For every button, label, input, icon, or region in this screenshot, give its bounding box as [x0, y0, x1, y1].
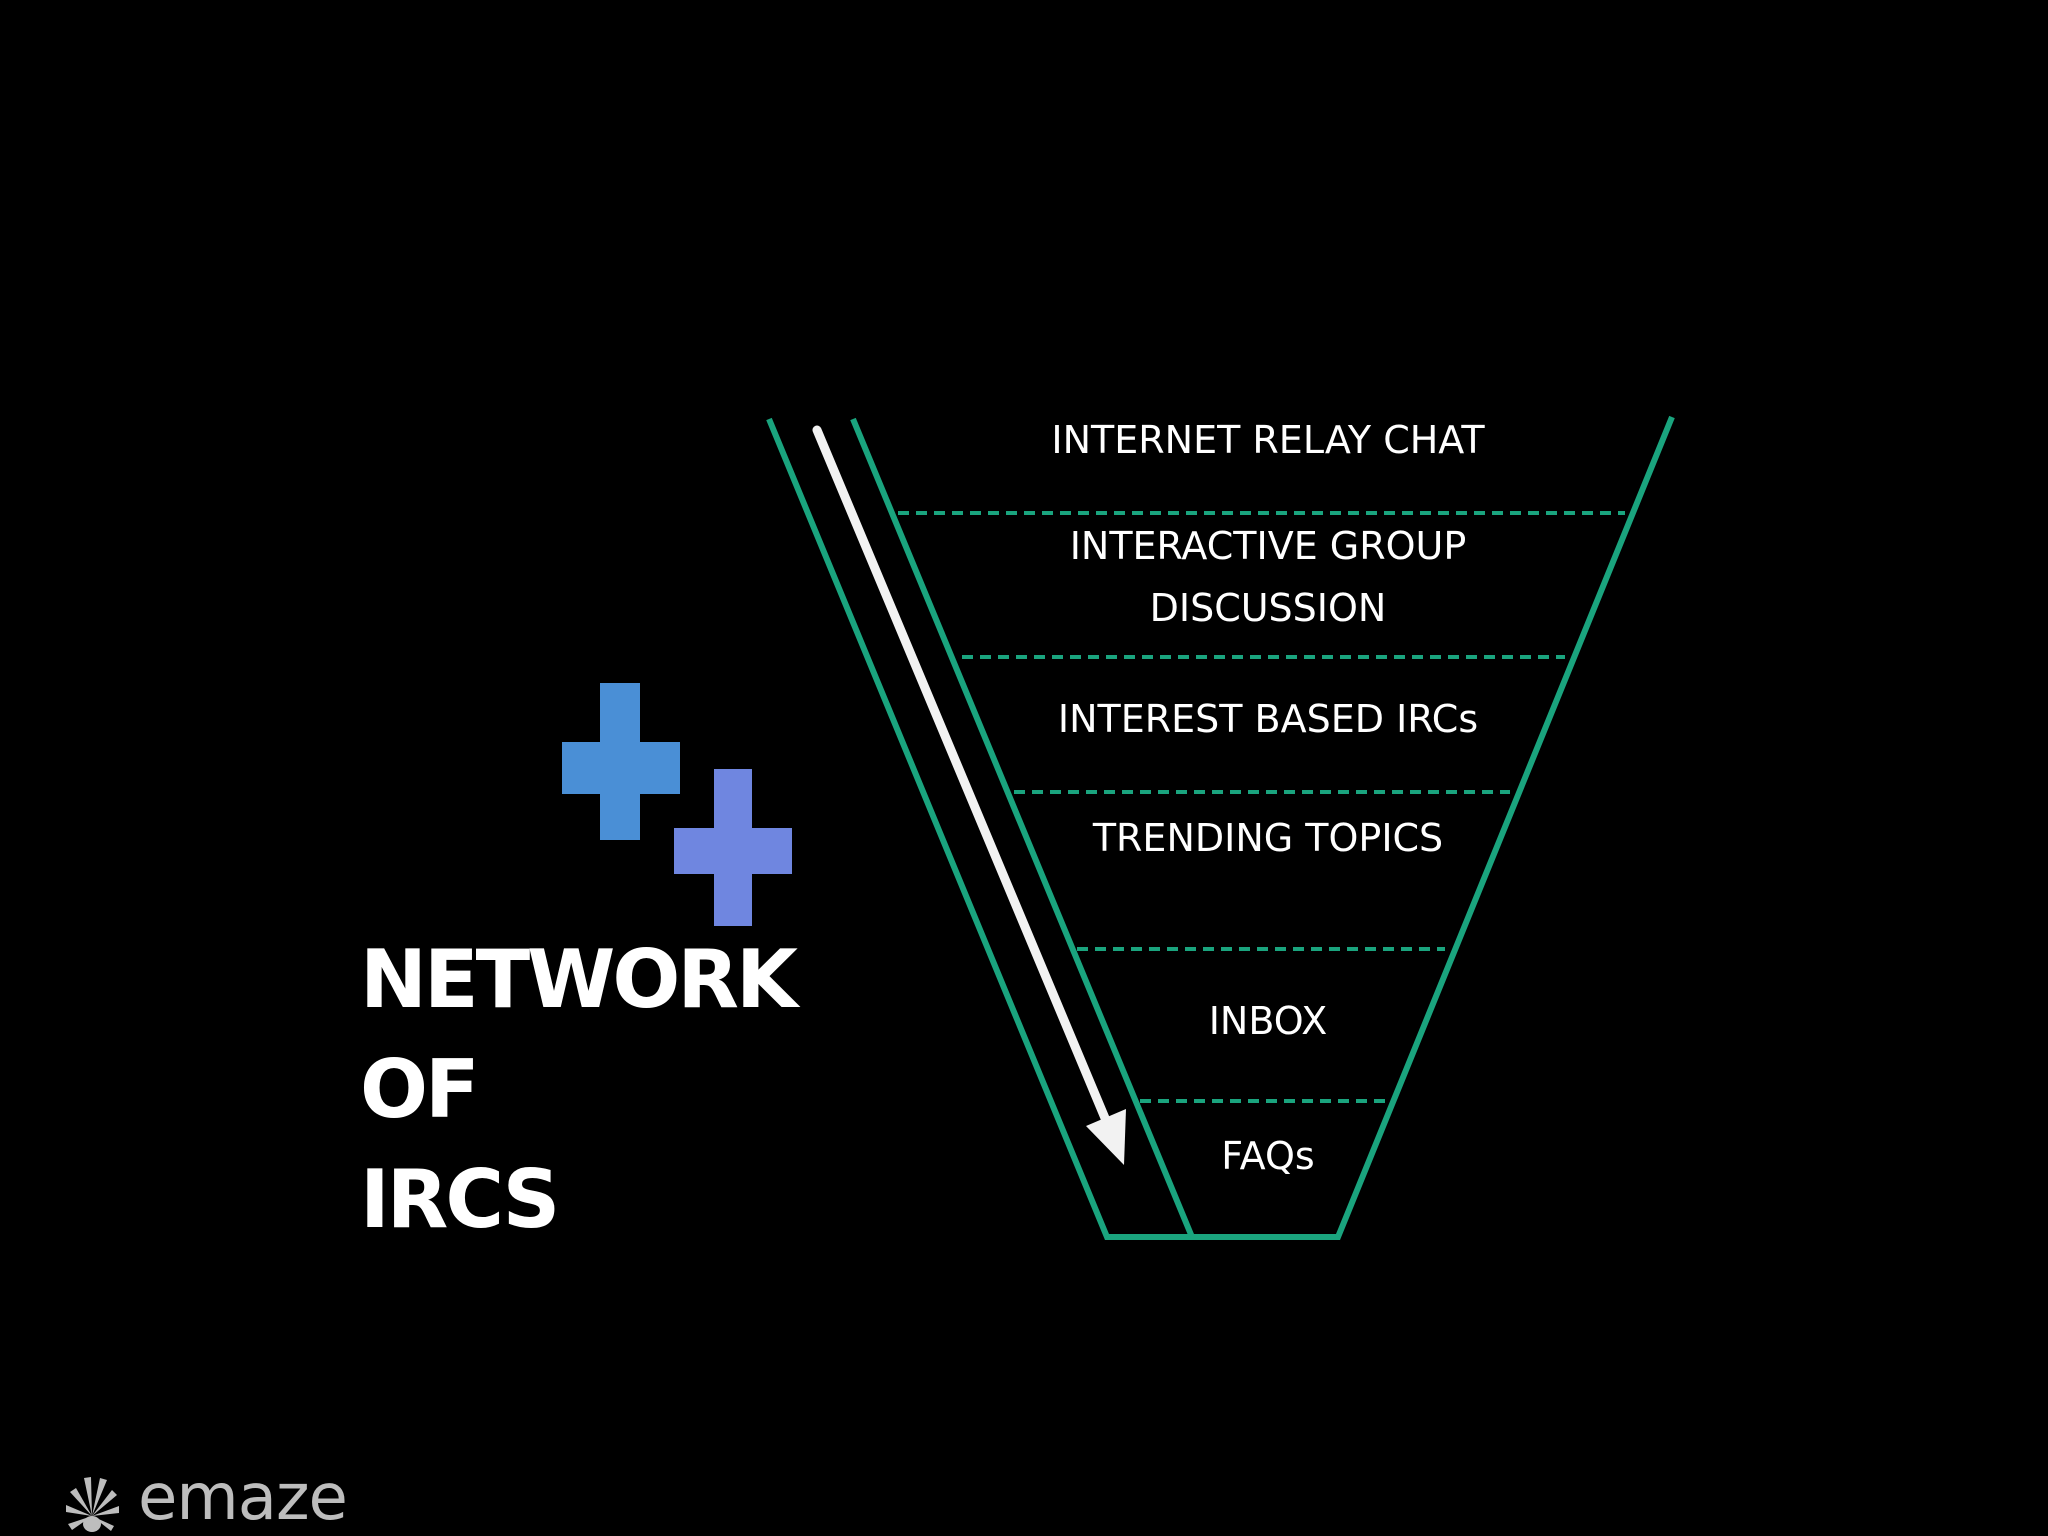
- funnel-dividers: [898, 511, 1625, 1103]
- funnel-level-3-label: INTEREST BASED IRCs: [1058, 697, 1478, 741]
- funnel-level-6-label: FAQs: [1221, 1134, 1314, 1178]
- funnel-outer-left-edge: [766, 415, 1675, 1240]
- plus-shape-violet: [674, 769, 792, 926]
- peacock-logo-icon: [66, 1477, 119, 1532]
- slide-title-line-2: IRCS: [360, 1153, 560, 1246]
- funnel-outline: [766, 415, 1675, 1240]
- funnel-level-4-label: TRENDING TOPICS: [1092, 816, 1443, 860]
- plus-shape-blue: [562, 683, 680, 840]
- brand-name: emaze: [138, 1461, 348, 1535]
- slide-title-line-1: NETWORK OF: [360, 933, 798, 1136]
- funnel-level-5-label: INBOX: [1209, 999, 1328, 1043]
- brand-logo: emaze: [56, 1460, 348, 1536]
- funnel-inner-left-edge: [850, 417, 1195, 1239]
- arrow-head: [1086, 1109, 1126, 1165]
- down-arrow-icon: [812, 425, 1126, 1165]
- slide-title: NETWORK OF IRCS: [360, 925, 820, 1255]
- arrow-shaft: [812, 425, 1115, 1135]
- double-plus-icon: [562, 683, 792, 926]
- funnel-level-1-label: INTERNET RELAY CHAT: [1051, 418, 1485, 462]
